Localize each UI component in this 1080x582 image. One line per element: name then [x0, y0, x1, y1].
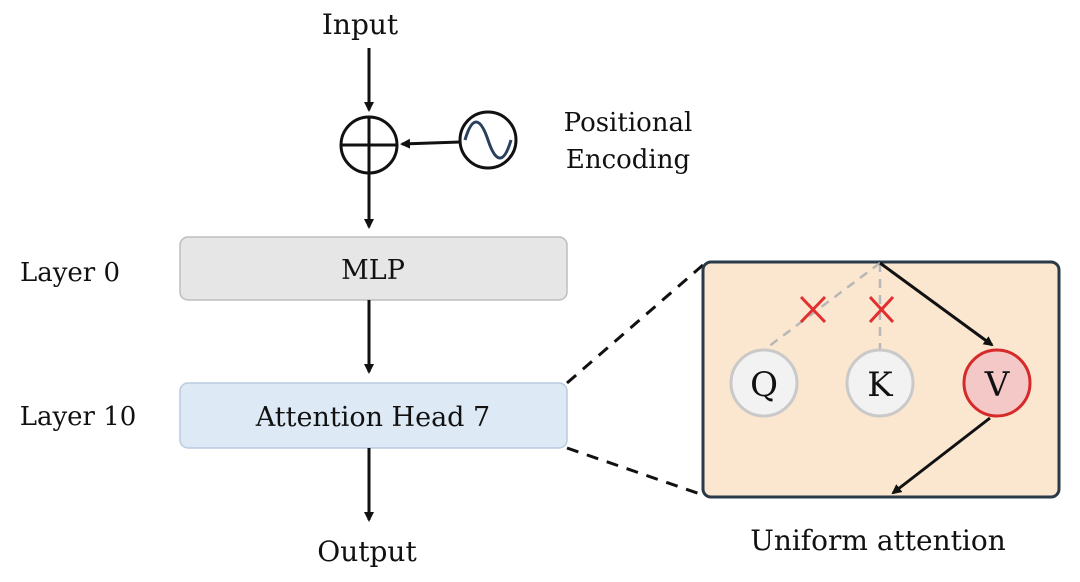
mlp-block [179, 236, 568, 301]
input-label: Input [322, 8, 399, 41]
value-to-output-arrow [891, 416, 991, 495]
layer0-label: Layer 0 [20, 258, 120, 288]
zoom-connector-top [566, 263, 704, 385]
query-label: Q [750, 365, 778, 405]
attention-head-block [179, 382, 568, 449]
layer10-label: Layer 10 [20, 402, 137, 432]
attention-head-label: Attention Head 7 [255, 402, 490, 433]
positional-arrow [400, 138, 461, 149]
apex-to-value-arrow [879, 261, 994, 347]
sine-wave-icon [458, 110, 518, 170]
red-x-icon [799, 295, 827, 324]
mlp-label: MLP [341, 255, 405, 286]
query-dashed-line [763, 262, 881, 351]
positional-label-line2: Encoding [566, 145, 690, 175]
zoom-connector-bottom [566, 446, 704, 497]
key-node [845, 348, 915, 418]
value-node [962, 348, 1032, 418]
key-label: K [867, 365, 893, 405]
uniform-attention-caption: Uniform attention [750, 524, 1006, 557]
circle-plus-icon [339, 115, 399, 175]
positional-label-line1: Positional [564, 108, 693, 138]
red-x-icon [868, 295, 895, 324]
query-node [729, 348, 799, 418]
output-label: Output [317, 535, 417, 568]
value-label: V [984, 365, 1011, 405]
